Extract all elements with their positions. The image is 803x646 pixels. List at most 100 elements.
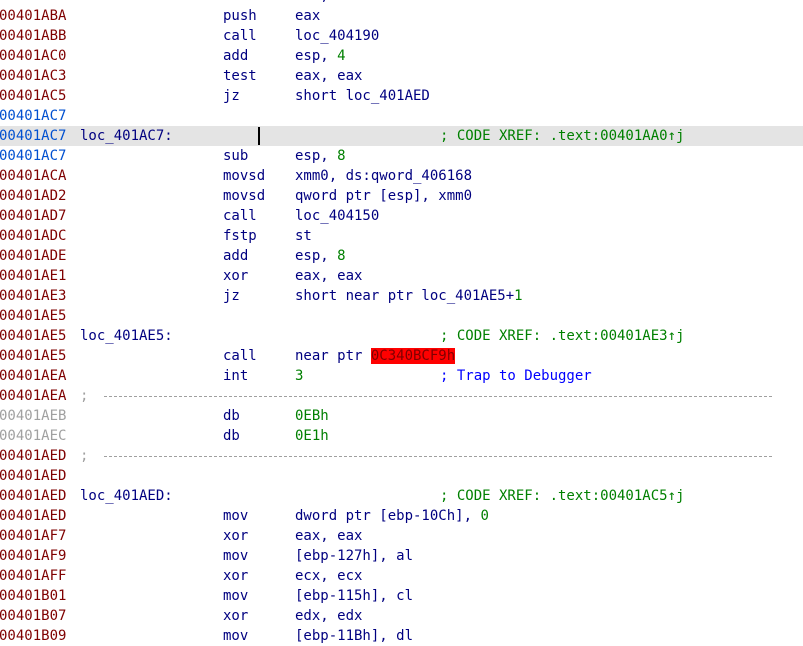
instruction-operands[interactable]: 0E1h bbox=[295, 426, 329, 446]
auto-comment: ; Trap to Debugger bbox=[440, 368, 592, 384]
instruction-mnemonic[interactable]: add bbox=[223, 48, 249, 64]
instruction-operands[interactable]: loc_404150 bbox=[295, 206, 379, 226]
instruction-mnemonic[interactable]: db bbox=[223, 408, 240, 424]
listing-line[interactable]: 00401AE5 bbox=[0, 306, 803, 326]
listing-line[interactable]: 00401AC7 bbox=[0, 106, 803, 126]
instruction-mnemonic[interactable]: jz bbox=[223, 288, 240, 304]
instruction-mnemonic[interactable]: mov bbox=[223, 548, 249, 564]
listing-line[interactable]: 00401AD2 movsd qword ptr [esp], xmm0 bbox=[0, 186, 803, 206]
instruction-mnemonic[interactable]: sub bbox=[223, 0, 248, 6]
line-address: 00401AE5 bbox=[0, 328, 67, 344]
operand-text: edx, edx bbox=[295, 608, 363, 624]
instruction-operands[interactable]: st bbox=[295, 226, 312, 246]
instruction-mnemonic[interactable]: xor bbox=[223, 608, 249, 624]
instruction-operands[interactable]: loc_404190 bbox=[295, 26, 379, 46]
instruction-operands[interactable]: eax, eax bbox=[295, 0, 362, 6]
instruction-operands[interactable]: near ptr 0C340BCF9h bbox=[295, 346, 456, 366]
instruction-operands[interactable]: [ebp-115h], cl bbox=[295, 586, 413, 606]
instruction-operands[interactable]: eax, eax bbox=[295, 66, 362, 86]
instruction-operands[interactable]: eax, eax bbox=[295, 526, 362, 546]
instruction-mnemonic[interactable]: call bbox=[223, 348, 257, 364]
instruction-operands[interactable]: 3 bbox=[295, 366, 303, 386]
listing-line[interactable]: 00401AE5 loc_401AE5: ; CODE XREF: .text:00… bbox=[0, 326, 803, 346]
listing-line[interactable]: 00401AEA; bbox=[0, 386, 803, 406]
instruction-mnemonic[interactable]: xor bbox=[223, 528, 249, 544]
instruction-mnemonic[interactable]: call bbox=[223, 208, 257, 224]
instruction-operands[interactable]: short loc_401AED bbox=[295, 86, 430, 106]
listing-line[interactable]: 00401AB6subeax, eax bbox=[0, 0, 803, 6]
numeric-operand: 3 bbox=[295, 368, 304, 384]
instruction-mnemonic[interactable]: db bbox=[223, 428, 240, 444]
listing-line[interactable]: 00401AC7 sub esp, 8 bbox=[0, 146, 803, 166]
xref-comment[interactable]: ; CODE XREF: .text:00401AE3↑j bbox=[440, 328, 685, 344]
listing-line[interactable]: 00401AED bbox=[0, 466, 803, 486]
code-label[interactable]: loc_401AED: bbox=[80, 488, 173, 504]
line-address: 00401AED bbox=[0, 448, 67, 464]
instruction-mnemonic[interactable]: test bbox=[223, 68, 257, 84]
instruction-operands[interactable]: ecx, ecx bbox=[295, 566, 362, 586]
instruction-mnemonic[interactable]: mov bbox=[223, 628, 249, 644]
line-address: 00401B01 bbox=[0, 588, 67, 604]
listing-line[interactable]: 00401B01 mov [ebp-115h], cl bbox=[0, 586, 803, 606]
line-address: 00401AEC bbox=[0, 428, 67, 444]
operand-text: short loc_401AED bbox=[295, 88, 430, 104]
instruction-operands[interactable]: qword ptr [esp], xmm0 bbox=[295, 186, 472, 206]
instruction-operands[interactable]: [ebp-11Bh], dl bbox=[295, 626, 413, 646]
instruction-operands[interactable]: esp, 4 bbox=[295, 46, 346, 66]
instruction-mnemonic[interactable]: mov bbox=[223, 508, 249, 524]
instruction-operands[interactable]: [ebp-127h], al bbox=[295, 546, 413, 566]
instruction-operands[interactable]: eax bbox=[295, 6, 320, 26]
instruction-mnemonic[interactable]: movsd bbox=[223, 168, 266, 184]
instruction-operands[interactable]: short near ptr loc_401AE5+1 bbox=[295, 286, 523, 306]
instruction-mnemonic[interactable]: movsd bbox=[223, 188, 266, 204]
xref-comment[interactable]: ; CODE XREF: .text:00401AA0↑j bbox=[440, 128, 685, 144]
code-label[interactable]: loc_401AE5: bbox=[80, 328, 173, 344]
instruction-mnemonic[interactable]: int bbox=[223, 368, 249, 384]
code-label[interactable]: loc_401AC7: bbox=[80, 128, 173, 144]
xref-comment[interactable]: ; CODE XREF: .text:00401AC5↑j bbox=[440, 488, 685, 504]
instruction-operands[interactable]: esp, 8 bbox=[295, 146, 346, 166]
instruction-operands[interactable]: dword ptr [ebp-10Ch], 0 bbox=[295, 506, 489, 526]
instruction-operands[interactable]: eax, eax bbox=[295, 266, 362, 286]
instruction-mnemonic[interactable]: push bbox=[223, 8, 257, 24]
instruction-operands[interactable]: 0EBh bbox=[295, 406, 329, 426]
instruction-mnemonic[interactable]: mov bbox=[223, 588, 249, 604]
line-address: 00401AC7 bbox=[0, 148, 67, 164]
instruction-operands[interactable]: esp, 8 bbox=[295, 246, 346, 266]
listing-line[interactable]: 00401AED; bbox=[0, 446, 803, 466]
listing-line[interactable]: 00401AEC db 0E1h bbox=[0, 426, 803, 446]
instruction-mnemonic[interactable]: xor bbox=[223, 568, 249, 584]
instruction-operands[interactable]: xmm0, ds:qword_406168 bbox=[295, 166, 472, 186]
line-address: 00401AD2 bbox=[0, 188, 67, 204]
instruction-mnemonic[interactable]: xor bbox=[223, 268, 249, 284]
instruction-mnemonic[interactable]: jz bbox=[223, 88, 240, 104]
instruction-mnemonic[interactable]: fstp bbox=[223, 228, 257, 244]
instruction-operands[interactable]: edx, edx bbox=[295, 606, 362, 626]
instruction-mnemonic[interactable]: add bbox=[223, 248, 249, 264]
instruction-mnemonic[interactable]: call bbox=[223, 28, 257, 44]
instruction-mnemonic[interactable]: sub bbox=[223, 148, 249, 164]
